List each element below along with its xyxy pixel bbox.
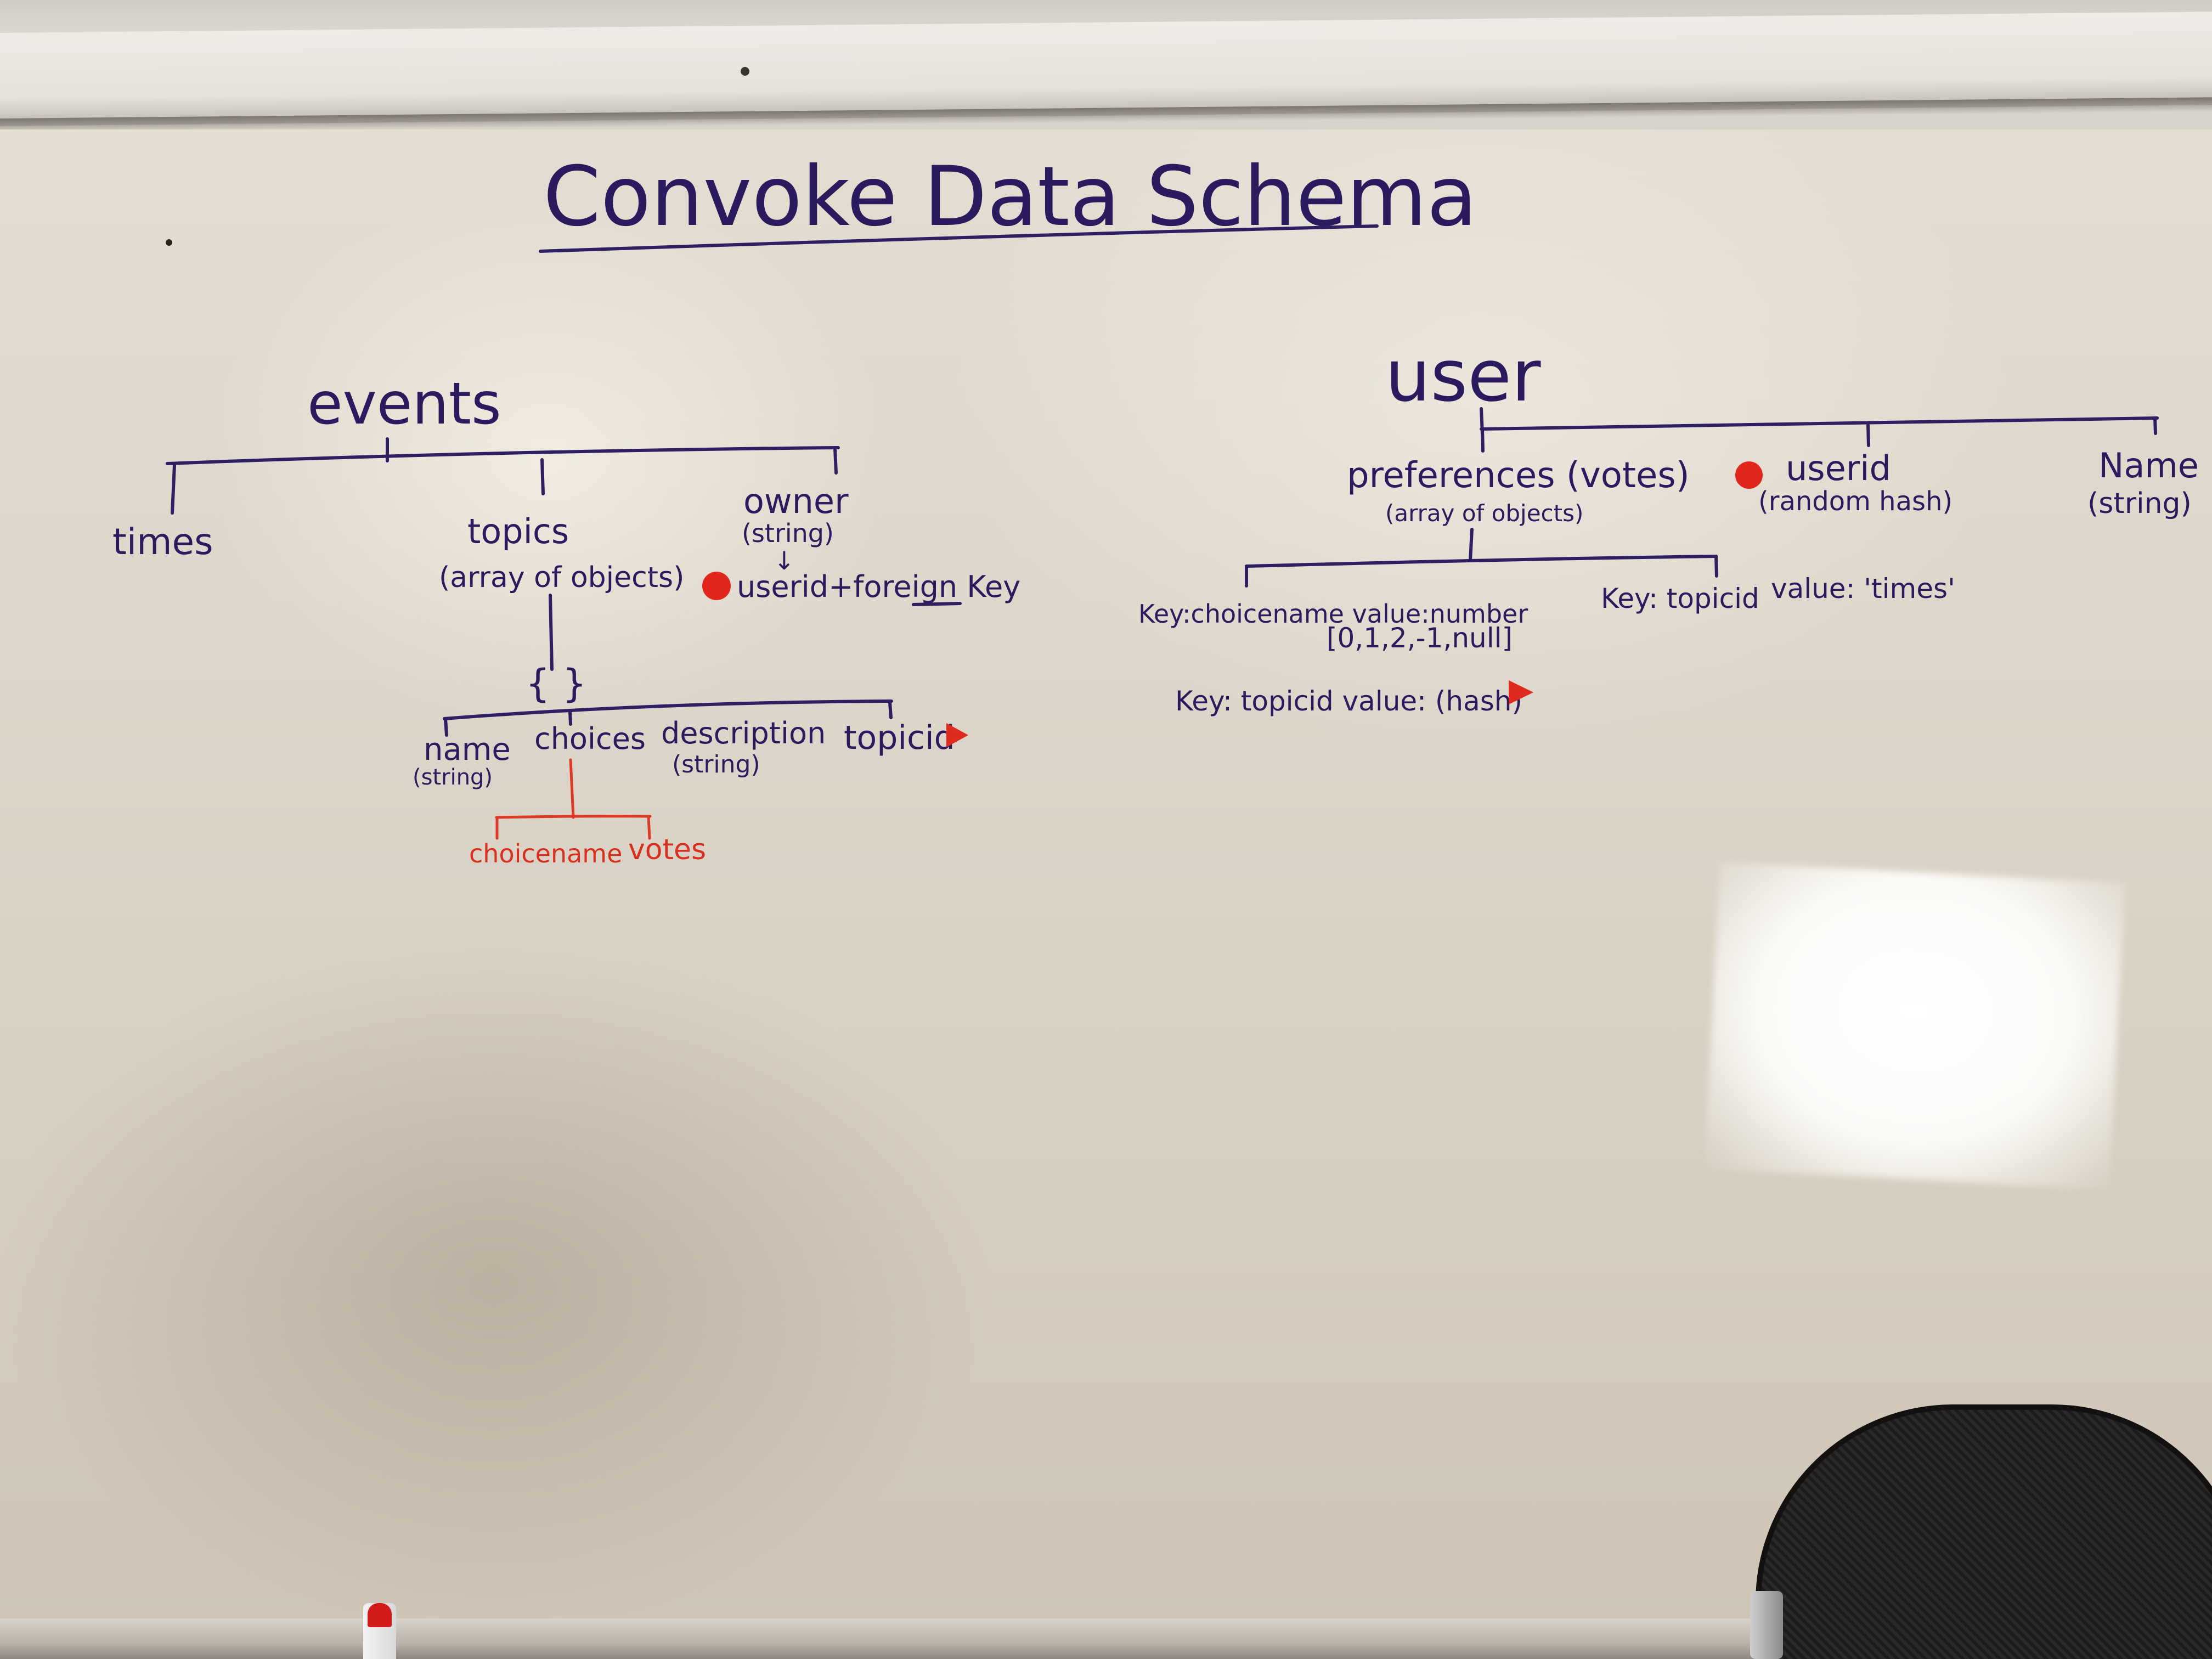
pref-entry2-key: Key: topicid [1601, 583, 1759, 614]
owner-arrow-icon: ↓ [774, 546, 795, 575]
owner-label: owner [743, 481, 849, 521]
owner-red-dot-icon [702, 572, 731, 600]
times-label: times [112, 521, 213, 563]
topicid-red-flag-icon [946, 723, 968, 747]
field-name: name [424, 732, 511, 768]
topicid-branch [888, 701, 893, 719]
topics-branch [540, 458, 545, 495]
preferences-bar [1245, 555, 1718, 568]
owner-link: userid+foreign Key [737, 569, 1020, 604]
board-dot [166, 239, 172, 246]
topics-note: (array of objects) [439, 561, 684, 594]
chair-arm [1750, 1591, 1783, 1659]
office-chair [1756, 1404, 2212, 1659]
userid-label: userid [1786, 448, 1891, 488]
userid-red-dot-icon [1735, 461, 1763, 489]
pref-entry1: Key:choicename value:number [1138, 599, 1528, 629]
hash-red-flag-icon [1509, 680, 1533, 704]
key-underline [912, 602, 962, 606]
object-braces: { } [526, 661, 586, 706]
field-name-note: (string) [413, 765, 493, 790]
preferences-stem [1469, 528, 1474, 562]
field-topicid: topicid [844, 719, 955, 757]
choicename-label: choicename [469, 839, 622, 868]
preferences-label: preferences (votes) [1347, 455, 1690, 496]
userid-note: (random hash) [1758, 486, 1953, 517]
field-description: description [661, 716, 826, 751]
name-branch [444, 717, 448, 737]
field-choices: choices [534, 721, 646, 756]
preferences-branch [1481, 427, 1485, 453]
topic-fields-bar [443, 699, 893, 720]
name-note: (string) [2087, 487, 2192, 520]
pref-entry1-values: [0,1,2,-1,null] [1327, 622, 1513, 654]
topics-label: topics [467, 511, 569, 551]
votes-branch [647, 815, 651, 840]
times-branch [171, 464, 176, 515]
choices-red-bar [495, 815, 652, 819]
events-bar [166, 446, 840, 465]
pref-entry3: Key: topicid value: (hash) [1175, 685, 1522, 717]
user-label: user [1385, 334, 1541, 417]
field-description-note: (string) [672, 751, 760, 778]
preferences-note: (array of objects) [1385, 500, 1583, 527]
owner-note: (string) [742, 518, 834, 548]
board-screw [741, 67, 749, 76]
user-bar [1480, 416, 2159, 431]
votes-label: votes [628, 833, 706, 866]
choices-branch [568, 710, 572, 726]
owner-branch [833, 447, 838, 475]
choices-red-stem [569, 758, 575, 819]
name-label: Name [2098, 445, 2199, 486]
events-label: events [307, 370, 501, 437]
diagram-title: Convoke Data Schema [543, 149, 1477, 245]
title-underline [539, 224, 1379, 253]
marker-cap [368, 1603, 392, 1627]
topics-stem [549, 594, 554, 671]
pref-entry2-value: value: 'times' [1771, 573, 1955, 605]
entry2-branch [1714, 555, 1718, 578]
userid-branch [1866, 424, 1870, 447]
